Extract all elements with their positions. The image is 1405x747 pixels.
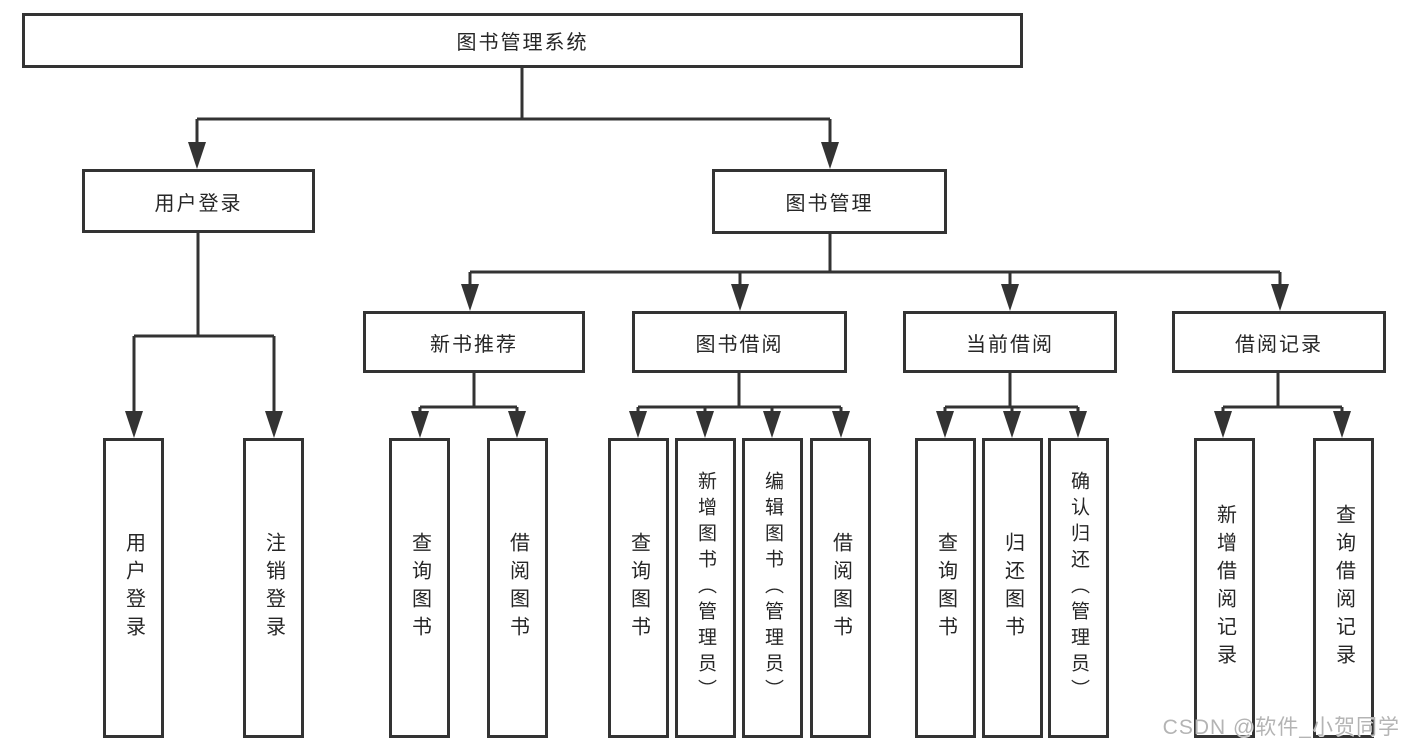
node-label: 注销登录 [262,532,285,644]
node-label: 新增借阅记录 [1213,504,1236,672]
leaf-query-borrow-record: 查询借阅记录 [1313,438,1374,738]
leaf-query-books-borrowing: 查询图书 [608,438,669,738]
leaf-borrow-books-borrowing: 借阅图书 [810,438,871,738]
leaf-add-borrow-record: 新增借阅记录 [1194,438,1255,738]
leaf-add-books-admin: 新增图书（管理员） [675,438,736,738]
node-book-borrowing: 图书借阅 [632,311,847,373]
node-label: 图书借阅 [695,333,784,356]
leaf-edit-books-admin: 编辑图书（管理员） [742,438,803,738]
node-label: 查询图书 [934,532,957,644]
node-label: 新书推荐 [430,333,518,356]
leaf-user-login: 用户登录 [103,438,164,738]
node-label: 借阅图书 [506,532,529,644]
node-label: 借阅图书 [829,532,852,644]
node-label: 用户登录 [154,192,243,215]
leaf-query-books-recommend: 查询图书 [389,438,450,738]
node-label: 确认归还（管理员） [1068,471,1089,705]
node-label: 查询图书 [408,532,431,644]
node-label: 当前借阅 [966,333,1054,356]
node-label: 新增图书（管理员） [695,471,716,705]
node-new-book-recommend: 新书推荐 [363,311,585,373]
node-label: 借阅记录 [1235,333,1323,356]
leaf-confirm-return-admin: 确认归还（管理员） [1048,438,1109,738]
node-label: 图书管理 [785,193,874,215]
node-label: 用户登录 [122,532,145,644]
node-label: 查询借阅记录 [1332,504,1355,672]
leaf-logout-login: 注销登录 [243,438,304,738]
node-label: 图书管理系统 [456,32,589,54]
leaf-borrow-books-recommend: 借阅图书 [487,438,548,738]
node-label: 查询图书 [627,532,650,644]
node-book-management: 图书管理 [712,169,947,234]
leaf-query-books-current: 查询图书 [915,438,976,738]
leaf-return-books: 归还图书 [982,438,1043,738]
watermark: CSDN @软件_小贺同学 [1162,716,1400,739]
node-label: 编辑图书（管理员） [762,471,783,705]
node-label: 归还图书 [1001,532,1024,644]
node-borrowing-records: 借阅记录 [1172,311,1386,373]
node-current-borrowing: 当前借阅 [903,311,1117,373]
node-root: 图书管理系统 [22,13,1023,68]
node-user-login: 用户登录 [82,169,315,233]
